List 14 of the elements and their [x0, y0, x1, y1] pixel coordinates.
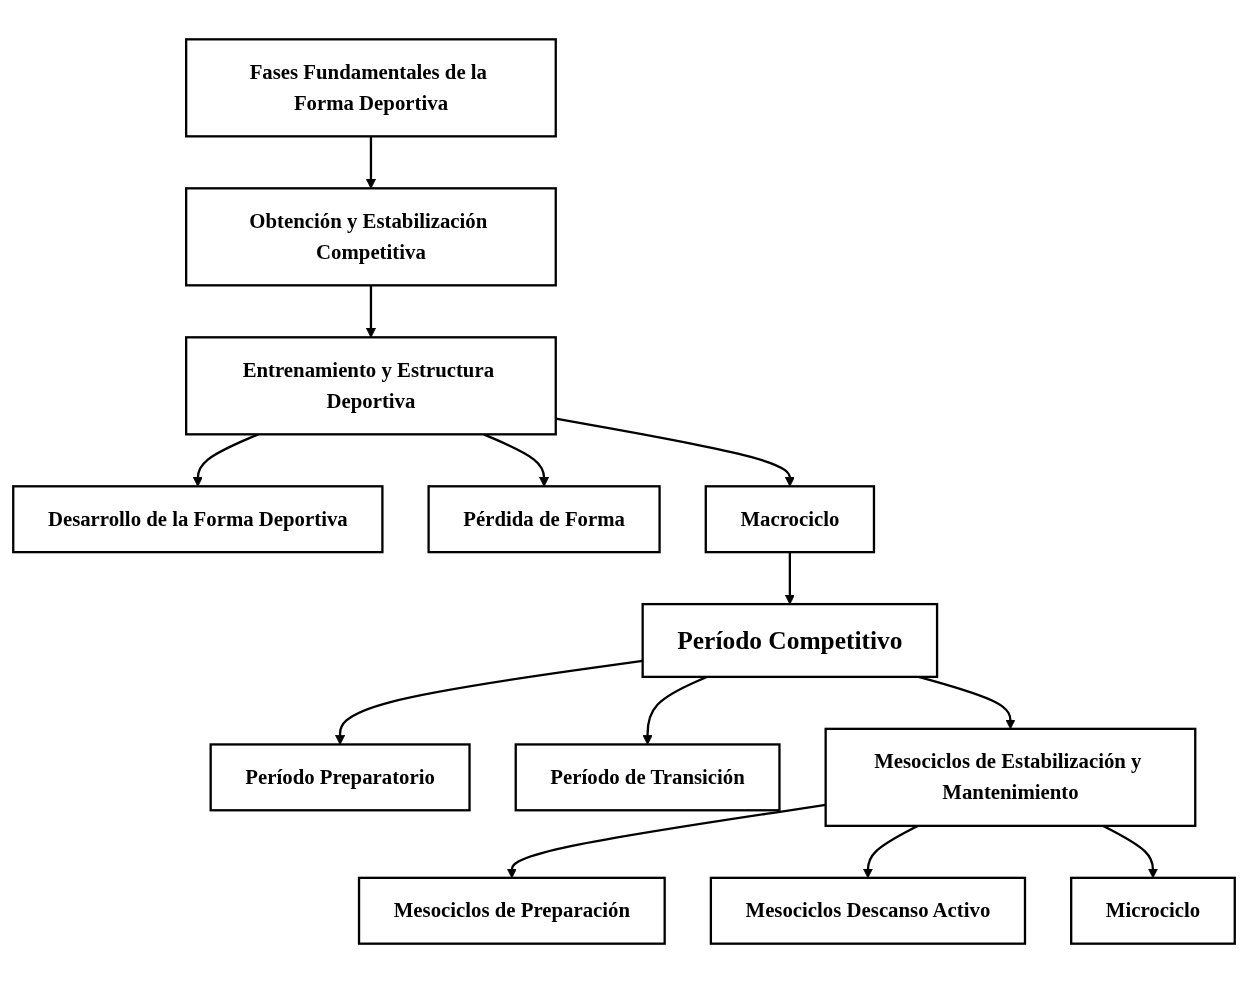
- node-box: Período Competitivo: [641, 602, 939, 678]
- node-box: Mesociclos Descanso Activo: [709, 876, 1027, 945]
- arrow: [506, 803, 826, 878]
- node-box: Desarrollo de la Forma Deportiva: [12, 484, 384, 553]
- node-box: Mesociclos de Estabilización y Mantenimiento: [824, 727, 1197, 827]
- node-box: Pérdida de Forma: [427, 484, 661, 553]
- node-box: Fases Fundamentales de la Forma Deportiva: [185, 37, 557, 137]
- node-box: Entrenamiento y Estructura Deportiva: [185, 335, 557, 435]
- node-box: Mesociclos de Preparación: [357, 876, 666, 945]
- node-box: Obtención y Estabilización Competitiva: [185, 186, 557, 286]
- node-box: Macrociclo: [704, 484, 876, 553]
- node-box: Período Preparatorio: [209, 742, 471, 811]
- node-box: Período de Transición: [514, 742, 781, 811]
- node-box: Microciclo: [1070, 876, 1236, 945]
